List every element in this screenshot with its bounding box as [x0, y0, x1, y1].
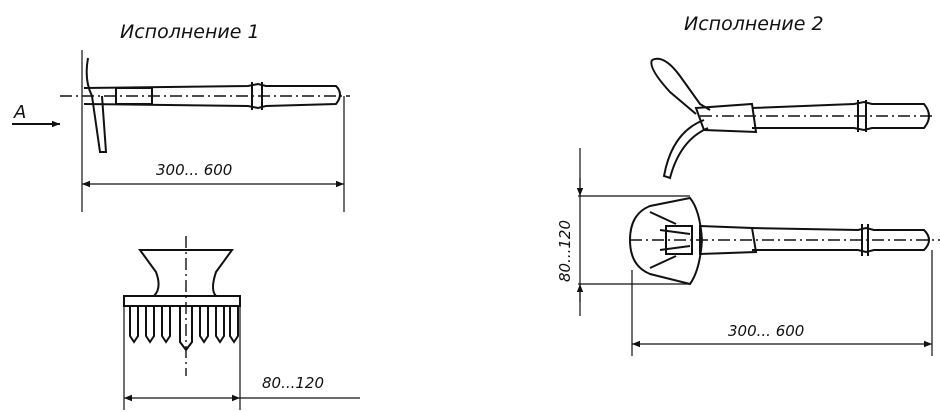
upper-tine	[651, 57, 711, 111]
handle	[83, 82, 341, 110]
tine-3	[161, 306, 171, 344]
variant1-side-view	[60, 50, 350, 212]
variant2-title: Исполнение 2	[684, 13, 824, 35]
v2-ferrule	[694, 102, 758, 134]
tine-5	[199, 306, 209, 344]
variant1-group: Исполнение 1 A 300... 600	[12, 21, 360, 410]
tine-head	[85, 57, 108, 153]
upper-tine-inner	[650, 59, 697, 115]
variant2-width-dimension: 80...120	[556, 148, 584, 316]
view-arrow: A	[12, 102, 60, 128]
tine-7	[229, 306, 239, 344]
v2-length-label: 300... 600	[728, 322, 804, 340]
tine-6	[215, 306, 225, 344]
tine-1	[129, 306, 139, 344]
variant1-length-dimension: 300... 600	[82, 161, 344, 188]
variant2-top-view	[578, 195, 940, 356]
v2-radial-tines	[649, 211, 691, 269]
view-arrow-label: A	[13, 102, 26, 123]
v2-top-ferrule	[699, 224, 758, 256]
variant1-front-view: 80...120	[123, 236, 360, 410]
variant1-title: Исполнение 1	[120, 21, 260, 43]
length-dimension-label: 300... 600	[156, 161, 232, 179]
v2-width-label: 80...120	[556, 220, 574, 282]
tine-bar	[123, 295, 241, 307]
tine-2	[145, 306, 155, 344]
lower-tine	[662, 119, 709, 180]
v2-top-handle	[751, 226, 930, 254]
variant2-side-view	[650, 57, 936, 180]
variant2-group: Исполнение 2	[556, 13, 940, 356]
width-dimension-label: 80...120	[262, 374, 324, 392]
tine-4	[179, 306, 193, 352]
variant2-length-dimension: 300... 600	[632, 322, 932, 348]
